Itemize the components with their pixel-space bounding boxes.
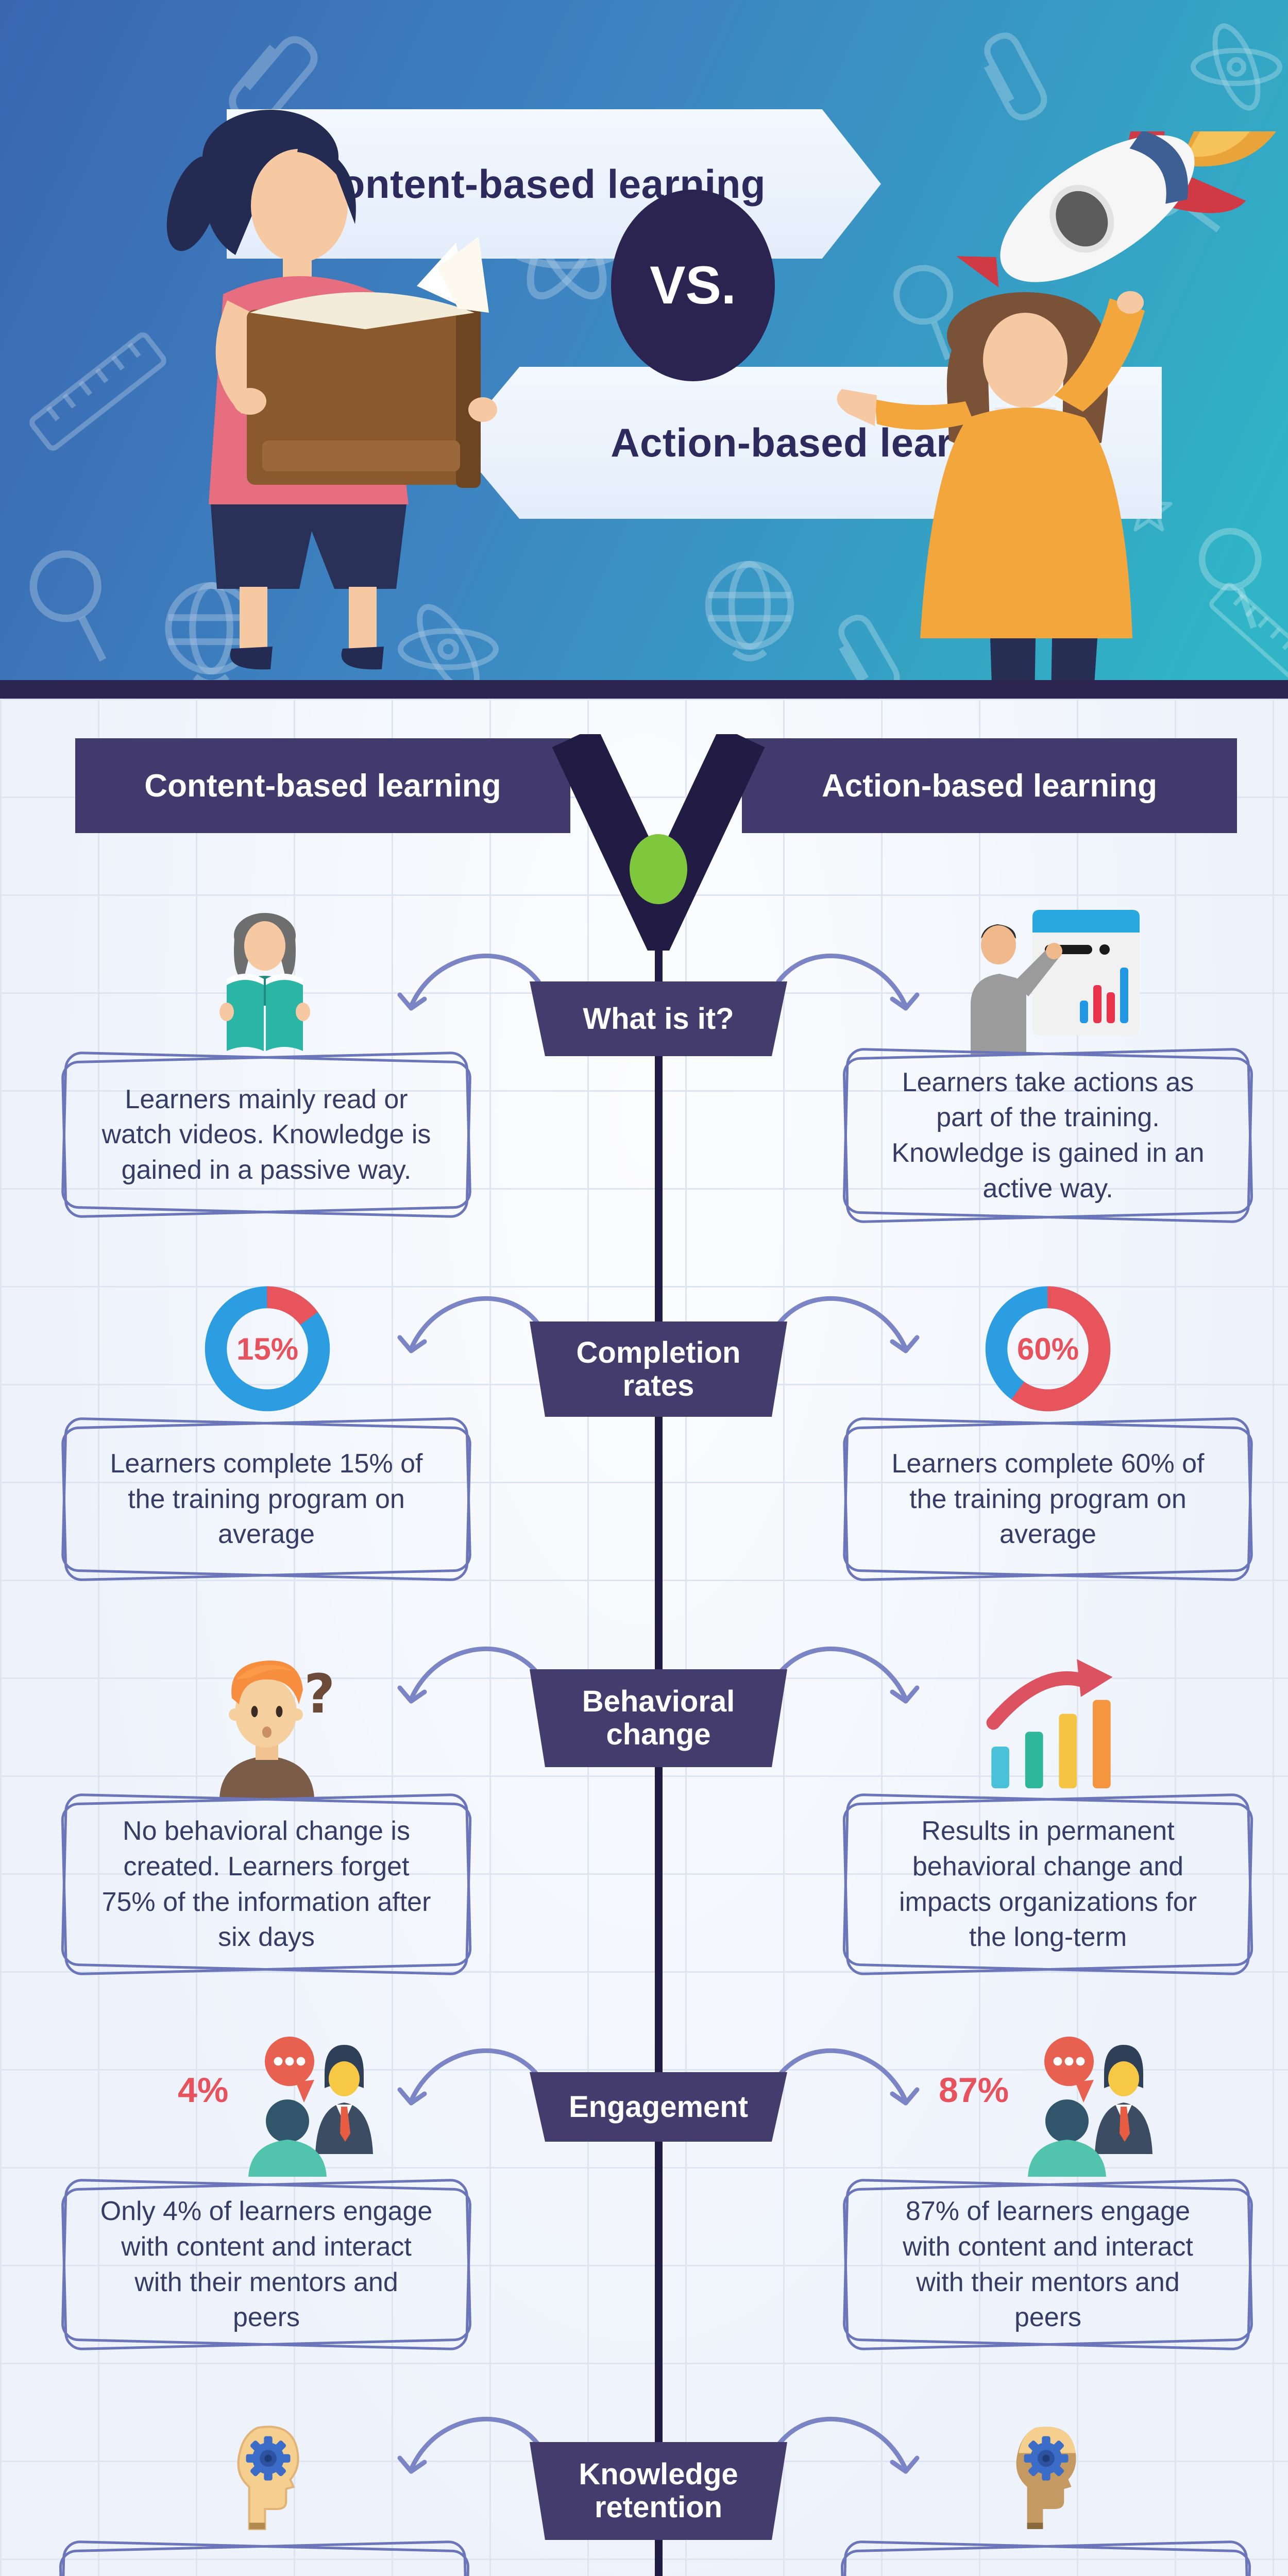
curved-arrow-left-icon — [386, 1288, 546, 1378]
curved-arrow-right-icon — [771, 2040, 930, 2130]
donut-value-label: 15% — [236, 1331, 299, 1366]
donut-chart-icon: 60% — [984, 1284, 1112, 1413]
paperclip-icon — [806, 585, 940, 680]
note-card: Learners complete 15% of the training pr… — [61, 1417, 472, 1582]
note-text: Results in permanent behavioral change a… — [899, 1816, 1197, 1953]
mentor-discussion-icon — [1015, 2032, 1155, 2179]
open-book-icon — [219, 974, 310, 1051]
note-card: Learners that actually take action retai… — [840, 2540, 1251, 2576]
head-gear-icon — [1004, 2421, 1089, 2535]
column-header-action-based: Action-based learning — [742, 738, 1237, 833]
person-reading-icon — [206, 907, 325, 1064]
note-text: Learners complete 60% of the training pr… — [891, 1449, 1205, 1550]
column-header-content-based: Content-based learning — [75, 738, 570, 833]
engagement-stat-left: 4% — [178, 2071, 229, 2110]
column-header-left-text: Content-based learning — [144, 768, 501, 804]
donut-value-label: 60% — [1016, 1331, 1079, 1366]
confused-person-icon: ? — [201, 1649, 335, 1801]
badge-behavioral-change-text: Behavioral change — [582, 1685, 735, 1751]
column-header-right-text: Action-based learning — [821, 768, 1158, 804]
magnifier-icon — [0, 530, 145, 676]
curved-arrow-right-icon — [771, 945, 930, 1036]
v-connector — [546, 726, 771, 974]
ruler-icon — [18, 319, 178, 463]
ruler-icon — [1200, 573, 1288, 680]
curved-arrow-left-icon — [386, 2409, 546, 2499]
vs-badge: VS. — [611, 190, 775, 381]
note-text: 87% of learners engage with content and … — [903, 2196, 1193, 2333]
donut-chart-icon: 15% — [203, 1284, 332, 1413]
note-text: Learners that actually take action retai… — [842, 2545, 1249, 2576]
mentor-discussion-icon — [236, 2032, 375, 2179]
curved-arrow-right-icon — [771, 1638, 930, 1728]
badge-completion-rates-text: Completion rates — [576, 1335, 741, 1402]
woman-figure — [837, 291, 1145, 680]
badge-what-is-it-text: What is it? — [583, 1002, 734, 1036]
note-card: Learners take actions as part of the tra… — [842, 1047, 1253, 1224]
badge-knowledge-retention-text: Knowledge retention — [579, 2458, 738, 2524]
badge-completion-rates: Completion rates — [530, 1321, 787, 1417]
magnifier-icon — [862, 244, 992, 374]
badge-engagement-text: Engagement — [568, 2090, 749, 2124]
badge-behavioral-change: Behavioral change — [530, 1669, 787, 1767]
atom-icon — [1185, 15, 1288, 118]
presenter-whiteboard-icon — [958, 906, 1144, 1058]
globe-icon — [685, 546, 814, 675]
curved-arrow-right-icon — [771, 1288, 930, 1378]
vs-badge-text: VS. — [650, 255, 736, 315]
badge-engagement: Engagement — [530, 2072, 787, 2142]
curved-arrow-left-icon — [386, 1638, 546, 1728]
note-text: No behavioral change is created. Learner… — [101, 1816, 431, 1953]
note-card: Learners mainly read or watch videos. Kn… — [61, 1051, 472, 1218]
person-reading-book-illustration — [147, 100, 518, 680]
atom-icon — [392, 592, 505, 680]
note-text: Learners take actions as part of the tra… — [891, 1067, 1205, 1204]
header-hero: Content-based learning Action-based lear… — [0, 0, 1288, 680]
curved-arrow-left-icon — [386, 2040, 546, 2130]
paperclip-icon — [951, 3, 1090, 142]
note-card: Learners complete 60% of the training pr… — [842, 1417, 1253, 1582]
header-divider — [0, 680, 1288, 699]
gear-icon — [246, 2436, 291, 2481]
rocket-icon — [956, 76, 1282, 288]
head-gear-icon — [226, 2421, 311, 2535]
gear-icon — [1024, 2436, 1069, 2481]
note-card: Learners that don’t implement the conten… — [59, 2540, 470, 2576]
note-text: Learners complete 15% of the training pr… — [110, 1449, 423, 1550]
note-text: Only 4% of learners engage with content … — [100, 2196, 433, 2333]
svg-text:?: ? — [304, 1663, 335, 1725]
note-card: No behavioral change is created. Learner… — [61, 1793, 472, 1976]
curved-arrow-right-icon — [771, 2409, 930, 2499]
magnifier-icon — [1164, 505, 1288, 643]
badge-what-is-it: What is it? — [530, 981, 787, 1056]
note-card: 87% of learners engage with content and … — [842, 2178, 1253, 2351]
note-card: Only 4% of learners engage with content … — [61, 2178, 472, 2351]
curved-arrow-left-icon — [386, 945, 546, 1036]
woman-holding-rocket-illustration — [829, 76, 1283, 680]
note-text: Learners that don’t implement the conten… — [61, 2545, 468, 2576]
note-card: Results in permanent behavioral change a… — [842, 1793, 1253, 1976]
engagement-stat-right: 87% — [939, 2071, 1009, 2110]
green-dot-icon — [630, 834, 687, 904]
growth-bar-chart-icon — [981, 1651, 1121, 1793]
book-icon — [233, 236, 497, 488]
note-text: Learners mainly read or watch videos. Kn… — [101, 1084, 431, 1185]
badge-knowledge-retention: Knowledge retention — [530, 2442, 787, 2540]
